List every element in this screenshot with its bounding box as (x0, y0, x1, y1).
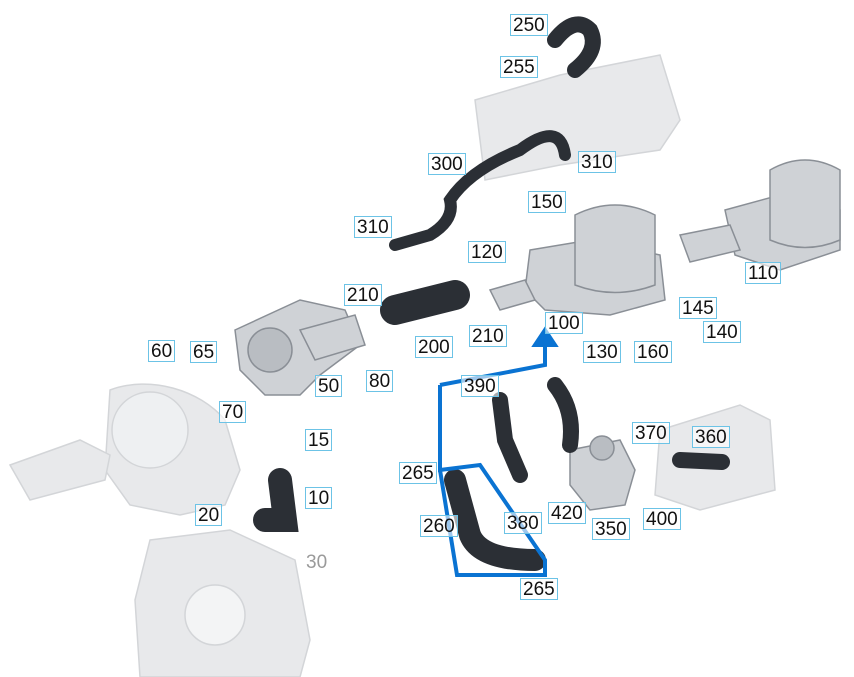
callout-70[interactable]: 70 (219, 401, 247, 423)
hose-260 (444, 469, 546, 571)
callout-390[interactable]: 390 (461, 375, 499, 397)
callout-210-right[interactable]: 210 (469, 325, 507, 347)
hose-360 (672, 452, 730, 470)
pump-pulley-50 (247, 327, 293, 373)
valve-350-cap (589, 435, 615, 461)
housings (234, 159, 841, 511)
callout-50[interactable]: 50 (315, 375, 343, 397)
callout-120[interactable]: 120 (468, 241, 506, 263)
highlight-loop (438, 385, 547, 577)
ghost-parts (8, 54, 776, 677)
hose-300 (389, 130, 571, 251)
callout-15[interactable]: 15 (305, 429, 333, 451)
callout-350[interactable]: 350 (592, 518, 630, 540)
pump-pulley-ghost (111, 391, 189, 469)
timing-cover-hole-ghost (184, 584, 246, 646)
hose-390-left (492, 392, 528, 483)
callout-255[interactable]: 255 (500, 56, 538, 78)
callout-265-bottom[interactable]: 265 (520, 578, 558, 600)
callout-310-left[interactable]: 310 (354, 216, 392, 238)
callout-210-left[interactable]: 210 (344, 284, 382, 306)
callout-420[interactable]: 420 (548, 502, 586, 524)
hose-10 (253, 468, 299, 532)
callout-200[interactable]: 200 (415, 336, 453, 358)
callout-20[interactable]: 20 (195, 504, 223, 526)
callout-380[interactable]: 380 (504, 512, 542, 534)
callout-260[interactable]: 260 (420, 515, 458, 537)
valve-350 (569, 439, 636, 511)
callout-300[interactable]: 300 (428, 153, 466, 175)
hose-250 (547, 16, 601, 78)
callout-265-top[interactable]: 265 (399, 462, 437, 484)
hoses (253, 16, 730, 571)
pipe-110 (678, 224, 742, 263)
outlet-pipe-100 (488, 279, 537, 311)
hose-390-right (547, 377, 579, 453)
callout-65[interactable]: 65 (190, 341, 218, 363)
callout-310-top[interactable]: 310 (578, 151, 616, 173)
callout-160[interactable]: 160 (634, 341, 672, 363)
highlight-arrow-head (531, 326, 559, 347)
callout-145[interactable]: 145 (679, 297, 717, 319)
callout-140[interactable]: 140 (703, 321, 741, 343)
pump-pipe-50 (298, 314, 366, 361)
cylinder-110 (769, 159, 841, 249)
callout-150[interactable]: 150 (528, 191, 566, 213)
callout-30[interactable]: 30 (306, 552, 328, 573)
callout-100[interactable]: 100 (545, 312, 583, 334)
callout-110[interactable]: 110 (745, 262, 782, 284)
callout-60[interactable]: 60 (148, 340, 176, 362)
callout-360[interactable]: 360 (692, 426, 730, 448)
callout-80[interactable]: 80 (366, 370, 394, 392)
hose-200 (380, 280, 470, 325)
pump-inlet-ghost (8, 439, 111, 501)
callout-10[interactable]: 10 (305, 487, 333, 509)
callout-250[interactable]: 250 (510, 14, 548, 36)
callout-400[interactable]: 400 (643, 508, 681, 530)
callout-130[interactable]: 130 (583, 341, 621, 363)
cylinder-100 (574, 204, 656, 294)
highlight-routing (438, 326, 559, 577)
callout-370[interactable]: 370 (632, 422, 670, 444)
